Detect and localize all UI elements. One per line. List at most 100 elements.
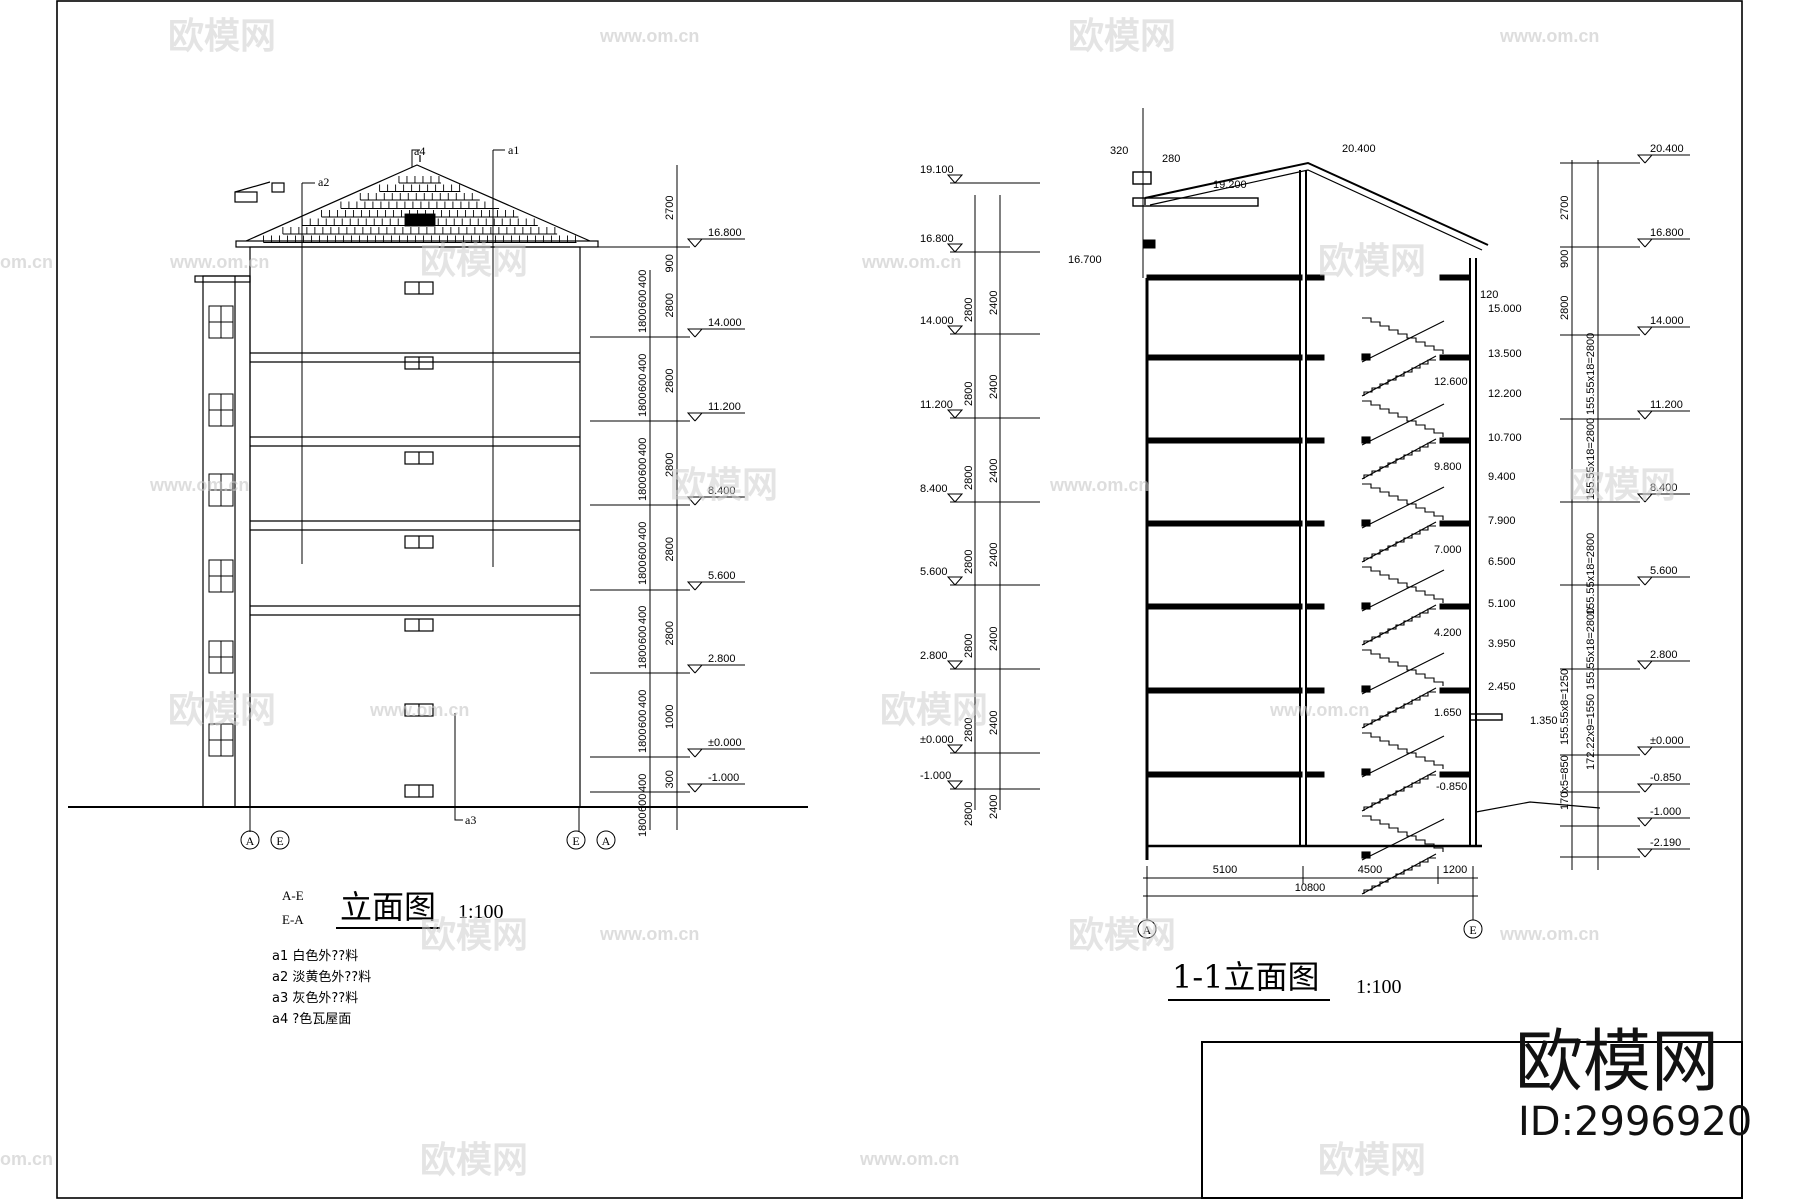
inner-dim: 600 xyxy=(637,374,649,392)
stair-soffit xyxy=(1361,320,1445,363)
watermark-brand-tile: 欧模网 xyxy=(168,690,276,731)
left-dim-column xyxy=(590,165,745,830)
parapet-dim-280: 280 xyxy=(1162,153,1180,165)
sec-r-level-marker xyxy=(1636,746,1654,756)
inner-dim: 400 xyxy=(637,690,649,708)
watermark-url-tile: www.om.cn xyxy=(1499,924,1599,944)
stair-landing xyxy=(1361,519,1371,527)
stair-soffit xyxy=(1361,486,1445,529)
floor-slab xyxy=(1146,603,1303,610)
watermark-url-tile: www.om.cn xyxy=(861,252,961,272)
section-title: 1-1立面图 xyxy=(1172,958,1320,996)
watermark-brand-tile: 欧模网 xyxy=(420,1140,528,1181)
sec-r-level-marker xyxy=(1636,848,1654,858)
sec-outer-dim: 2800 xyxy=(963,718,975,742)
callout-a2: a2 xyxy=(318,175,329,189)
floor-slab-stub xyxy=(1305,771,1325,778)
inner-dim: 600 xyxy=(637,542,649,560)
inner-dim: 600 xyxy=(637,794,649,812)
stair-flight-up xyxy=(1362,317,1444,354)
floor-slab-stub xyxy=(1305,520,1325,527)
sec-level-label: 16.700 xyxy=(1068,254,1102,266)
sec-r-level-marker xyxy=(1636,326,1654,336)
section-right-dims xyxy=(1560,154,1690,870)
sec-r-dim: 155.55x18=2800 xyxy=(1585,533,1597,615)
material-a2: a2 淡黄色外??料 xyxy=(272,969,371,985)
sec-level-label: 2.800 xyxy=(920,650,948,662)
sec-inner-dim: 2400 xyxy=(988,711,1000,735)
axis-bubble-a-left: A xyxy=(246,834,255,848)
sec-r-level-label: 20.400 xyxy=(1650,143,1684,155)
stair-flight-down xyxy=(1363,525,1436,562)
stair-flight-down xyxy=(1363,774,1436,811)
stair-soffit xyxy=(1361,403,1445,446)
inner-dim: 600 xyxy=(637,626,649,644)
outer-dim: 2800 xyxy=(664,621,676,645)
sec-level-marker xyxy=(946,174,964,184)
sec-r-level-label: 14.000 xyxy=(1650,315,1684,327)
sec-level-marker xyxy=(946,243,964,253)
stair-level-label: 15.000 xyxy=(1488,303,1522,315)
watermark-url-tile: www.om.cn xyxy=(859,1149,959,1169)
sec-level-marker xyxy=(946,493,964,503)
parapet-dim-120: 120 xyxy=(1480,289,1498,301)
left-scale: 1:100 xyxy=(458,901,504,923)
sec-r-dim: 2700 xyxy=(1559,196,1571,220)
section-axis-e-label: E xyxy=(1469,923,1476,937)
stair-tower-windows xyxy=(208,305,234,757)
stair-landing xyxy=(1361,353,1371,361)
stair-level-label: 1.650 xyxy=(1434,707,1462,719)
dim-1200: 1200 xyxy=(1443,864,1467,876)
stair-flight-down xyxy=(1363,691,1436,728)
watermark-id: ID:2996920 xyxy=(1518,1099,1752,1145)
stair-level-label: 3.950 xyxy=(1488,638,1516,650)
sec-level-marker xyxy=(946,409,964,419)
stair-landing xyxy=(1361,768,1371,776)
section-stairs xyxy=(1361,317,1445,895)
landing-slab xyxy=(1439,520,1471,527)
stair-flight-down xyxy=(1363,442,1436,479)
sec-r-level-marker xyxy=(1636,660,1654,670)
parapet-block xyxy=(1142,239,1156,249)
title-block xyxy=(1201,1041,1743,1199)
stair-flight-up xyxy=(1362,400,1444,437)
axis-bubble-e-left: E xyxy=(276,834,283,848)
callout-a1: a1 xyxy=(508,143,519,157)
level-label: 2.800 xyxy=(708,653,736,665)
level-label: 11.200 xyxy=(708,401,741,413)
dim-4500: 4500 xyxy=(1358,864,1382,876)
left-axes-label-2: E-A xyxy=(282,912,304,927)
axis-bubble-e-right: E xyxy=(572,834,579,848)
level-marker xyxy=(686,783,704,793)
inner-dim: 1800 xyxy=(637,309,649,333)
stair-level-label: 12.600 xyxy=(1434,376,1468,388)
sec-inner-dim: 2400 xyxy=(988,375,1000,399)
sec-level-marker xyxy=(946,576,964,586)
left-title: 立面图 xyxy=(340,888,436,926)
outer-dim: 2700 xyxy=(664,196,676,220)
level-label: 8.400 xyxy=(708,485,736,497)
material-a3: a3 灰色外??料 xyxy=(272,990,358,1006)
sec-level-marker xyxy=(946,744,964,754)
inner-dim: 1800 xyxy=(637,477,649,501)
sec-r-dim: 155.55x18=2800 xyxy=(1585,333,1597,415)
watermark-brand-tile: 欧模网 xyxy=(1318,241,1426,282)
section-scale: 1:100 xyxy=(1356,976,1402,998)
watermark-url-tile: www.om.cn xyxy=(1499,26,1599,46)
section-axis-bubble-e xyxy=(1463,919,1483,939)
level-label: -1.000 xyxy=(708,772,739,784)
sec-level-label: 5.600 xyxy=(920,566,948,578)
outer-dim: 2800 xyxy=(664,453,676,477)
watermark-url-tile: www.om.cn xyxy=(1049,475,1149,495)
stair-level-label: 1.350 xyxy=(1530,715,1558,727)
sec-outer-dim: 2800 xyxy=(963,298,975,322)
top-level-20400: 20.400 xyxy=(1342,143,1376,155)
watermark-brand-tile: 欧模网 xyxy=(1318,1140,1426,1181)
stair-soffit xyxy=(1361,652,1445,695)
sec-r-level-label: 11.200 xyxy=(1650,399,1683,411)
sec-inner-dim: 2400 xyxy=(988,459,1000,483)
stair-soffit-2 xyxy=(1361,770,1437,812)
sec-outer-dim: 2800 xyxy=(963,550,975,574)
watermark-url-tile: www.om.cn xyxy=(1269,700,1369,720)
stair-landing xyxy=(1361,602,1371,610)
